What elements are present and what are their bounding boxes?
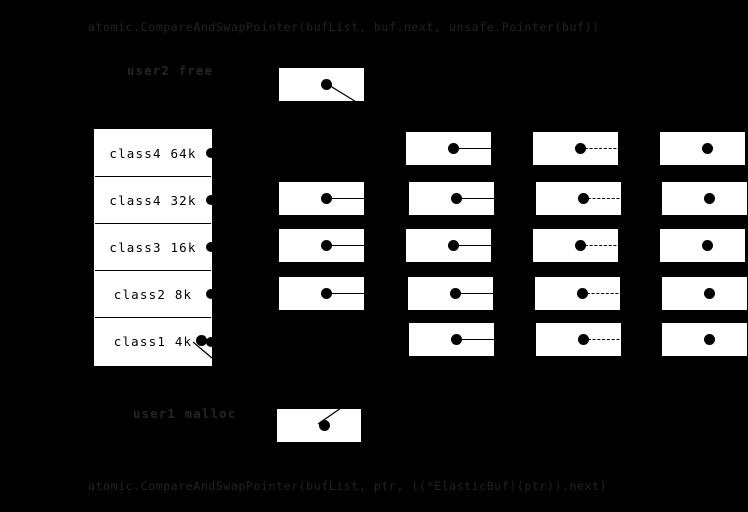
annotation-user1-malloc: user1 malloc [133, 407, 237, 421]
next-pointer-link-dashdot [583, 198, 629, 199]
size-class-row-4[interactable]: class1 4k [95, 318, 216, 365]
annotation-user2-free: user2 free [127, 64, 214, 78]
size-class-row-1[interactable]: class4 32k [95, 177, 216, 224]
free-list-node[interactable] [533, 229, 626, 262]
user2-free-buffer-node[interactable] [279, 68, 364, 101]
free-list-node[interactable] [409, 323, 499, 356]
free-list-node[interactable] [535, 277, 628, 310]
code-caption-compare-and-swap-pop: atomic.CompareAndSwapPointer(bufList, pt… [88, 479, 608, 493]
free-list-node[interactable] [536, 182, 629, 215]
next-pointer-link-solid [456, 198, 499, 199]
free-list-node[interactable] [406, 229, 496, 262]
buffer-next-pointer-dot [704, 193, 715, 204]
size-class-row-2[interactable]: class3 16k [95, 224, 216, 271]
free-list-node[interactable] [408, 277, 498, 310]
buffer-next-pointer-dot [704, 288, 715, 299]
buffer-next-pointer-dot [321, 79, 332, 90]
next-pointer-link-solid [453, 148, 496, 149]
list-head-pointer-dot [206, 195, 216, 205]
class1-malloc-source-dot [196, 335, 207, 346]
size-class-row-3[interactable]: class2 8k [95, 271, 216, 318]
free-list-node[interactable] [533, 132, 626, 165]
free-list-node[interactable] [406, 132, 496, 165]
size-class-label: class4 64k [109, 145, 197, 161]
next-pointer-link-dashdot [580, 245, 626, 246]
next-pointer-link-solid [326, 293, 369, 294]
next-pointer-link-solid [326, 245, 369, 246]
size-class-label: class1 4k [113, 334, 193, 349]
list-head-pointer-dot [206, 148, 216, 158]
next-pointer-link-dashdot [582, 293, 628, 294]
size-class-list: class4 64k class4 32k class3 16k class2 … [94, 129, 216, 366]
free-list-node[interactable] [279, 277, 369, 310]
free-list-node[interactable] [279, 229, 369, 262]
size-class-label: class3 16k [109, 239, 197, 255]
user1-malloc-buffer-node[interactable] [277, 409, 361, 442]
list-head-pointer-dot [206, 289, 216, 299]
buffer-next-pointer-dot [702, 240, 713, 251]
code-caption-compare-and-swap-push: atomic.CompareAndSwapPointer(bufList, bu… [88, 20, 600, 34]
buffer-next-pointer-dot [704, 334, 715, 345]
free-list-node[interactable] [660, 229, 745, 262]
free-list-node[interactable] [660, 132, 745, 165]
size-class-label: class4 32k [109, 192, 197, 208]
buffer-next-pointer-dot [319, 420, 330, 431]
free-list-node[interactable] [536, 323, 629, 356]
size-class-row-0[interactable]: class4 64k [95, 130, 216, 177]
next-pointer-link-solid [456, 339, 499, 340]
free-list-node[interactable] [662, 277, 747, 310]
free-list-node[interactable] [279, 182, 369, 215]
next-pointer-link-dashdot [583, 339, 629, 340]
next-pointer-link-solid [326, 198, 369, 199]
size-class-label: class2 8k [113, 286, 193, 302]
free-list-node[interactable] [662, 182, 747, 215]
free-list-node[interactable] [409, 182, 499, 215]
next-pointer-link-solid [455, 293, 498, 294]
list-head-pointer-dot [206, 336, 216, 347]
free-list-node[interactable] [662, 323, 747, 356]
buffer-next-pointer-dot [702, 143, 713, 154]
next-pointer-link-dashdot [580, 148, 626, 149]
next-pointer-link-solid [453, 245, 496, 246]
list-head-pointer-dot [206, 242, 216, 252]
